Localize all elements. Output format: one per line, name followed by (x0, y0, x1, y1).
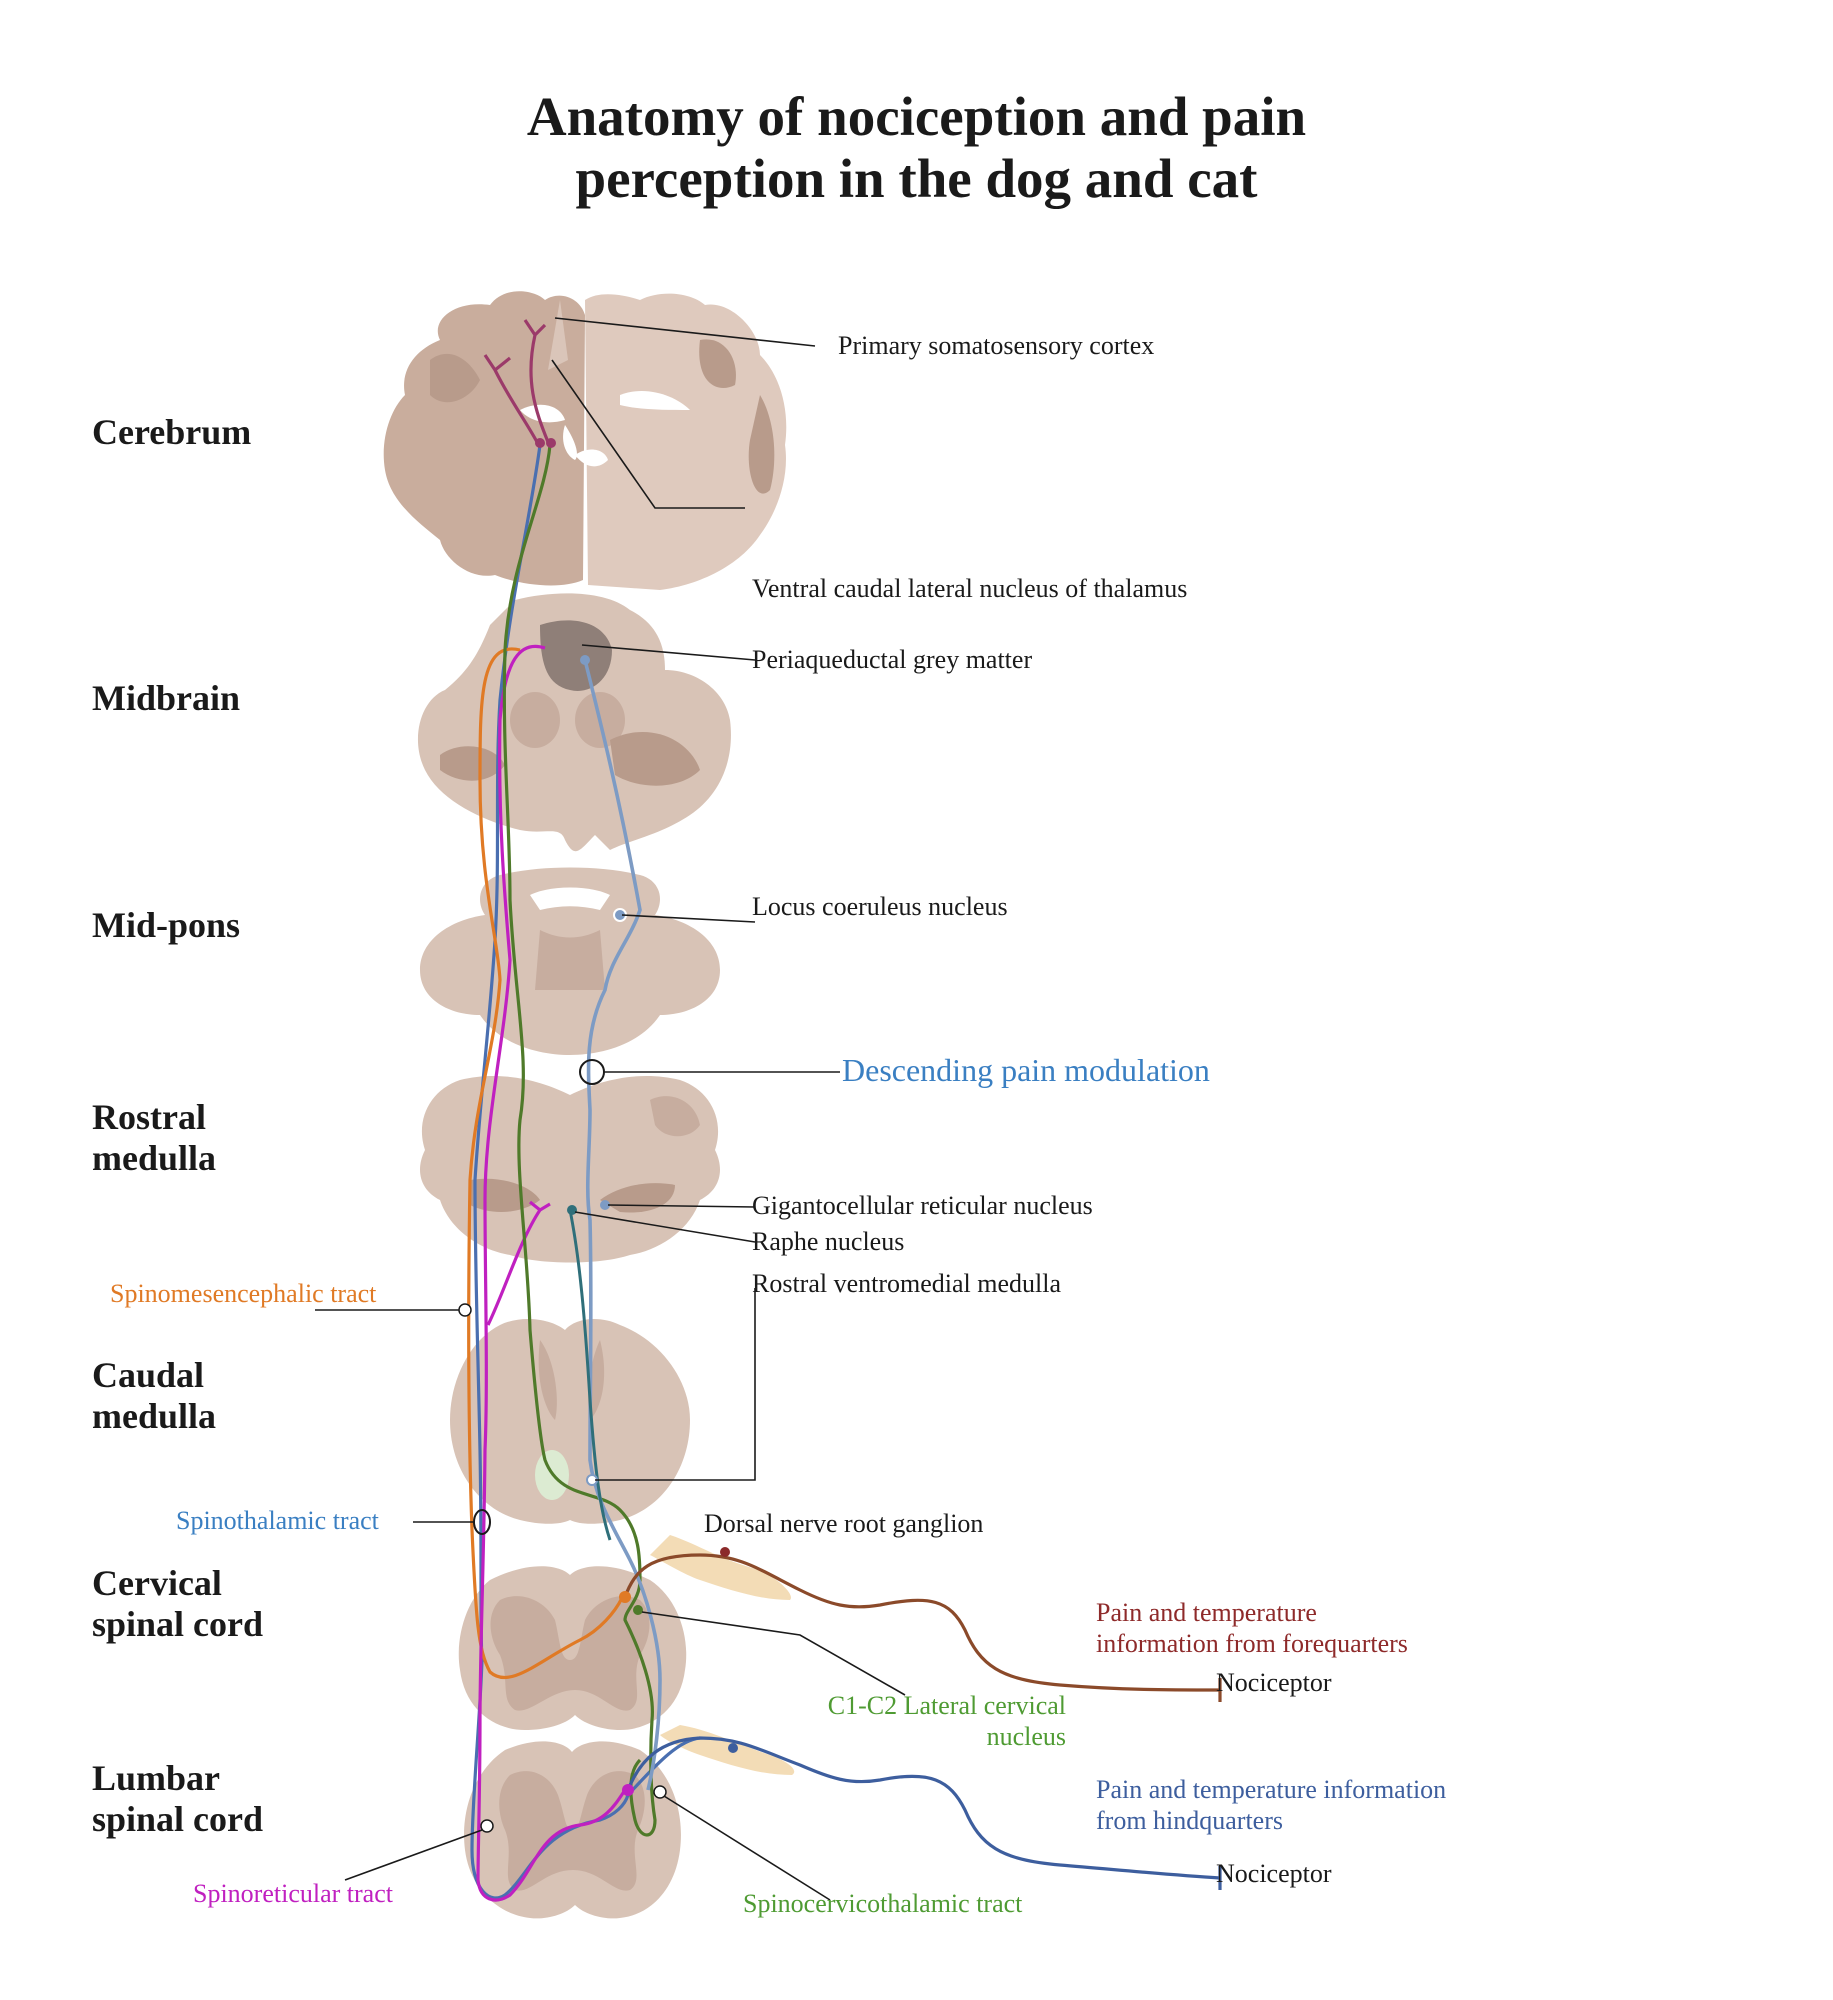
cervical-cord-section (458, 1535, 791, 1730)
label-thalamus: Ventral caudal lateral nucleus of thalam… (752, 574, 1188, 603)
region-cerebrum: Cerebrum (92, 412, 252, 452)
gigantocellular-nucleus (600, 1200, 610, 1210)
region-caudal-medulla: Caudal medulla (92, 1355, 216, 1437)
thalamocortical-fiber (483, 354, 539, 443)
raphe-nucleus (567, 1205, 577, 1215)
label-forequarters: Pain and temperature information from fo… (1096, 1597, 1408, 1659)
region-midpons: Mid-pons (92, 905, 241, 945)
label-raphe: Raphe nucleus (752, 1227, 905, 1256)
spinoreticular-path (476, 644, 627, 1902)
label-rvm: Rostral ventromedial medulla (752, 1269, 1062, 1298)
label-nociceptor-hindquarters: Nociceptor (1216, 1859, 1332, 1888)
label-spinoreticular: Spinoreticular tract (193, 1879, 393, 1908)
region-lumbar-line1: Lumbar (92, 1758, 221, 1798)
region-cervical: Cervical spinal cord (92, 1563, 263, 1645)
region-rostral-medulla: Rostral medulla (92, 1097, 216, 1179)
rostral-medulla-section (420, 1075, 720, 1263)
region-midbrain: Midbrain (92, 678, 241, 718)
label-forequarters-line1: Pain and temperature (1096, 1598, 1317, 1627)
label-spinocervicothalamic: Spinocervicothalamic tract (743, 1889, 1023, 1918)
cervical-relay (619, 1591, 631, 1603)
title-line-2: perception in the dog and cat (575, 148, 1258, 209)
label-gigantocellular: Gigantocellular reticular nucleus (752, 1191, 1093, 1220)
diagram-title: Anatomy of nociception and pain percepti… (0, 86, 1833, 210)
region-lumbar: Lumbar spinal cord (92, 1758, 263, 1840)
region-caudal-medulla-line2: medulla (92, 1396, 217, 1436)
lumbar-relay (622, 1784, 634, 1796)
raphe-descending-path (568, 1209, 612, 1541)
spinomesencephalic-path (467, 647, 624, 1680)
region-caudal-medulla-line1: Caudal (92, 1355, 205, 1395)
lcn-marker (633, 1605, 643, 1615)
title-line-1: Anatomy of nociception and pain (526, 86, 1307, 147)
label-spinomesencephalic: Spinomesencephalic tract (110, 1279, 377, 1308)
region-cervical-line1: Cervical (92, 1563, 222, 1603)
label-lcn-line1: C1-C2 Lateral cervical (827, 1691, 1066, 1720)
label-hindquarters: Pain and temperature information from hi… (1096, 1774, 1446, 1836)
drg-lumbar (728, 1743, 738, 1753)
pag-nucleus (580, 655, 590, 665)
label-hindquarters-line1: Pain and temperature information (1096, 1775, 1447, 1804)
spinomesencephalic-dot (458, 1303, 472, 1317)
midpons-section (420, 867, 720, 1055)
spinocervicothalamic-dot (653, 1785, 667, 1799)
region-rostral-medulla-line2: medulla (92, 1138, 217, 1178)
spinoreticular-dot (480, 1819, 494, 1833)
descending-ring (579, 1059, 605, 1085)
thalamus-nucleus-2 (546, 438, 556, 448)
region-cervical-line2: spinal cord (92, 1604, 264, 1644)
drg-cervical (720, 1547, 730, 1557)
label-lateral-cervical-nucleus: C1-C2 Lateral cervical nucleus (750, 1690, 1066, 1752)
midbrain-section (417, 593, 731, 852)
label-hindquarters-line2: from hindquarters (1096, 1806, 1284, 1835)
label-pag: Periaqueductal grey matter (752, 645, 1033, 674)
forequarter-afferent (623, 1553, 1221, 1692)
hindquarter-afferent (626, 1736, 1221, 1880)
label-drg: Dorsal nerve root ganglion (704, 1509, 984, 1538)
spinothalamic-path (470, 444, 701, 1900)
label-forequarters-line2: information from forequarters (1096, 1629, 1408, 1658)
cerebrum-section (383, 291, 787, 590)
fiber-tracts (467, 319, 1222, 1902)
spinoreticular-branch (486, 1200, 551, 1326)
label-lcn-line2: nucleus (986, 1722, 1066, 1751)
label-locus-coeruleus: Locus coeruleus nucleus (752, 892, 1008, 921)
thalamus-nucleus (535, 438, 545, 448)
label-spinothalamic: Spinothalamic tract (176, 1506, 379, 1535)
region-lumbar-line2: spinal cord (92, 1799, 264, 1839)
label-nociceptor-forequarters: Nociceptor (1216, 1668, 1332, 1697)
descending-modulation-path (583, 659, 662, 1791)
leader-lines (315, 317, 906, 1901)
thalamocortical-fiber-2 (523, 319, 550, 443)
label-descending-modulation: Descending pain modulation (842, 1052, 1210, 1088)
region-rostral-medulla-line1: Rostral (92, 1097, 206, 1137)
label-somatosensory-cortex: Primary somatosensory cortex (838, 331, 1155, 360)
